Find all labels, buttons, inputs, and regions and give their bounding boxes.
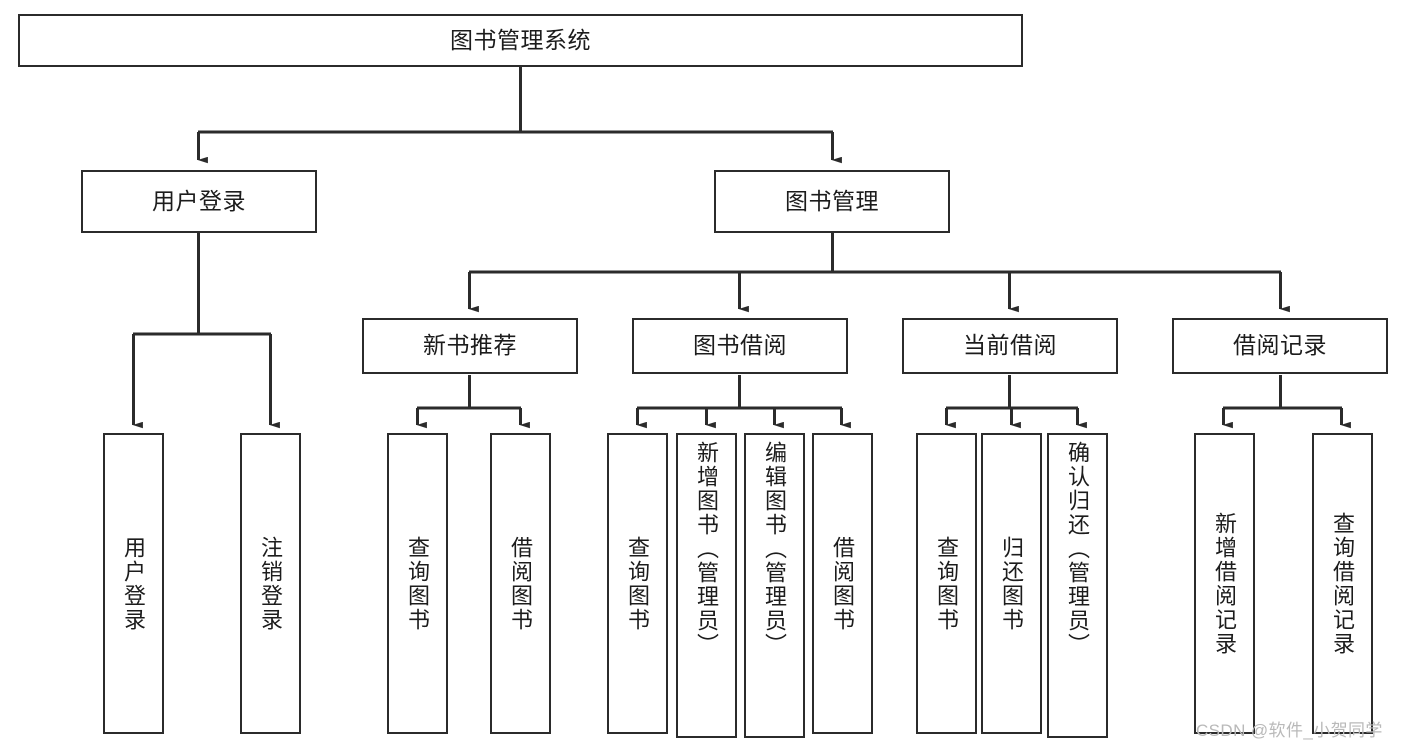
leaf-label-add-book-admin: 新增图书（管理员） — [694, 441, 720, 657]
leaf-label-query-book-3: 查询图书 — [934, 535, 960, 632]
leaf-borrow-book-2[interactable]: 借阅图书 — [812, 433, 873, 734]
leaf-confirm-return-admin[interactable]: 确认归还（管理员） — [1047, 433, 1108, 738]
node-book-borrow[interactable]: 图书借阅 — [632, 318, 848, 374]
node-root-book-management-system[interactable]: 图书管理系统 — [18, 14, 1023, 67]
csdn-watermark: CSDN @软件_小贺同学 — [1196, 721, 1383, 740]
leaf-logout-login[interactable]: 注销登录 — [240, 433, 301, 734]
leaf-label-return-book: 归还图书 — [999, 535, 1025, 632]
leaf-label-add-borrow-record: 新增借阅记录 — [1212, 511, 1238, 656]
node-label-borrow-record: 借阅记录 — [1233, 332, 1327, 359]
leaf-query-book-2[interactable]: 查询图书 — [607, 433, 668, 734]
leaf-return-book[interactable]: 归还图书 — [981, 433, 1042, 734]
leaf-label-logout-login: 注销登录 — [258, 535, 284, 632]
leaf-label-borrow-book-1: 借阅图书 — [508, 535, 534, 632]
leaf-user-login[interactable]: 用户登录 — [103, 433, 164, 734]
leaf-label-query-borrow-record: 查询借阅记录 — [1330, 511, 1356, 656]
node-label-root: 图书管理系统 — [450, 26, 591, 53]
node-label-user-login: 用户登录 — [152, 187, 246, 214]
leaf-query-borrow-record[interactable]: 查询借阅记录 — [1312, 433, 1373, 734]
leaf-label-edit-book-admin: 编辑图书（管理员） — [762, 441, 788, 657]
leaf-query-book-1[interactable]: 查询图书 — [387, 433, 448, 734]
node-current-borrow[interactable]: 当前借阅 — [902, 318, 1118, 374]
node-borrow-record[interactable]: 借阅记录 — [1172, 318, 1388, 374]
leaf-label-borrow-book-2: 借阅图书 — [830, 535, 856, 632]
leaf-edit-book-admin[interactable]: 编辑图书（管理员） — [744, 433, 805, 738]
leaf-label-confirm-return-admin: 确认归还（管理员） — [1065, 441, 1091, 657]
leaf-label-query-book-2: 查询图书 — [625, 535, 651, 632]
node-book-manage[interactable]: 图书管理 — [714, 170, 950, 233]
leaf-label-user-login: 用户登录 — [121, 535, 147, 632]
leaf-add-borrow-record[interactable]: 新增借阅记录 — [1194, 433, 1255, 734]
node-user-login[interactable]: 用户登录 — [81, 170, 317, 233]
node-label-book-borrow: 图书借阅 — [693, 332, 787, 359]
node-label-book-manage: 图书管理 — [785, 187, 879, 214]
leaf-add-book-admin[interactable]: 新增图书（管理员） — [676, 433, 737, 738]
node-label-new-book-recommend: 新书推荐 — [423, 332, 517, 359]
leaf-borrow-book-1[interactable]: 借阅图书 — [490, 433, 551, 734]
leaf-label-query-book-1: 查询图书 — [405, 535, 431, 632]
node-label-current-borrow: 当前借阅 — [963, 332, 1057, 359]
node-new-book-recommend[interactable]: 新书推荐 — [362, 318, 578, 374]
leaf-query-book-3[interactable]: 查询图书 — [916, 433, 977, 734]
